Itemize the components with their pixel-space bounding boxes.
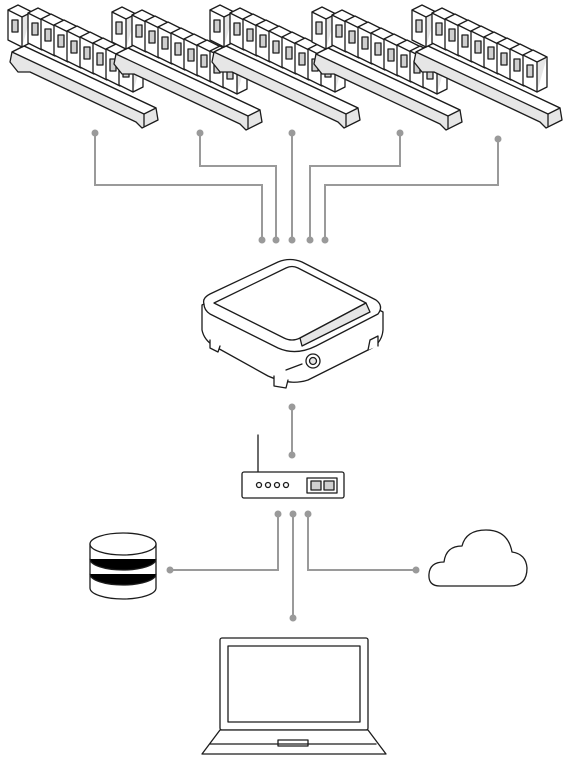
router-icon xyxy=(241,434,345,499)
ethernet-port-icon xyxy=(323,480,335,491)
dock-connectors xyxy=(91,129,502,244)
ethernet-port-icon xyxy=(310,480,322,491)
router-connectors xyxy=(166,510,420,622)
status-light-icon xyxy=(255,481,263,489)
cloud-icon xyxy=(428,529,528,587)
hub-router-connector xyxy=(288,403,296,459)
status-light-icon xyxy=(264,481,272,489)
status-light-icon xyxy=(282,481,290,489)
status-light-icon xyxy=(273,481,281,489)
hub-device-icon xyxy=(201,258,384,389)
laptop-icon xyxy=(201,637,387,755)
database-icon xyxy=(89,532,157,600)
